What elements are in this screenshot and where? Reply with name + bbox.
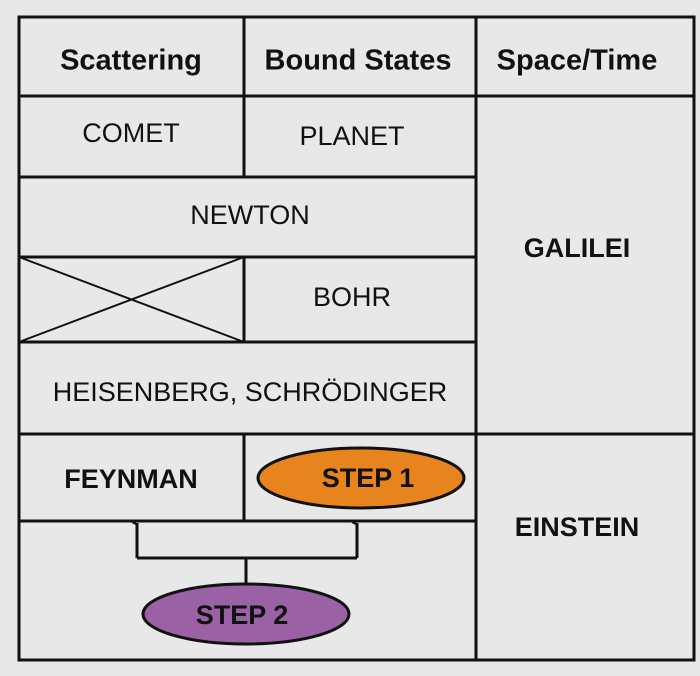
- cell-galilei: GALILEI: [524, 233, 631, 263]
- cell-bohr: BOHR: [313, 282, 391, 312]
- cell-feynman: FEYNMAN: [64, 464, 198, 494]
- header-space-time: Space/Time: [497, 45, 658, 77]
- step1-ellipse: [256, 446, 466, 510]
- cell-newton: NEWTON: [190, 200, 310, 230]
- cell-planet: PLANET: [299, 121, 404, 151]
- branch-arrows: [131, 520, 359, 585]
- empty-cell-cross: [18, 256, 245, 343]
- step2-ellipse: [141, 582, 351, 646]
- step2-label: STEP 2: [196, 600, 289, 630]
- table-border: [17, 15, 696, 662]
- cell-comet: COMET: [82, 118, 180, 148]
- cell-heisenberg-schrodinger: HEISENBERG, SCHRÖDINGER: [53, 377, 448, 407]
- header-bound-states: Bound States: [265, 45, 452, 77]
- step1-label: STEP 1: [322, 463, 415, 493]
- cell-einstein: EINSTEIN: [515, 512, 640, 542]
- header-scattering: Scattering: [60, 45, 202, 77]
